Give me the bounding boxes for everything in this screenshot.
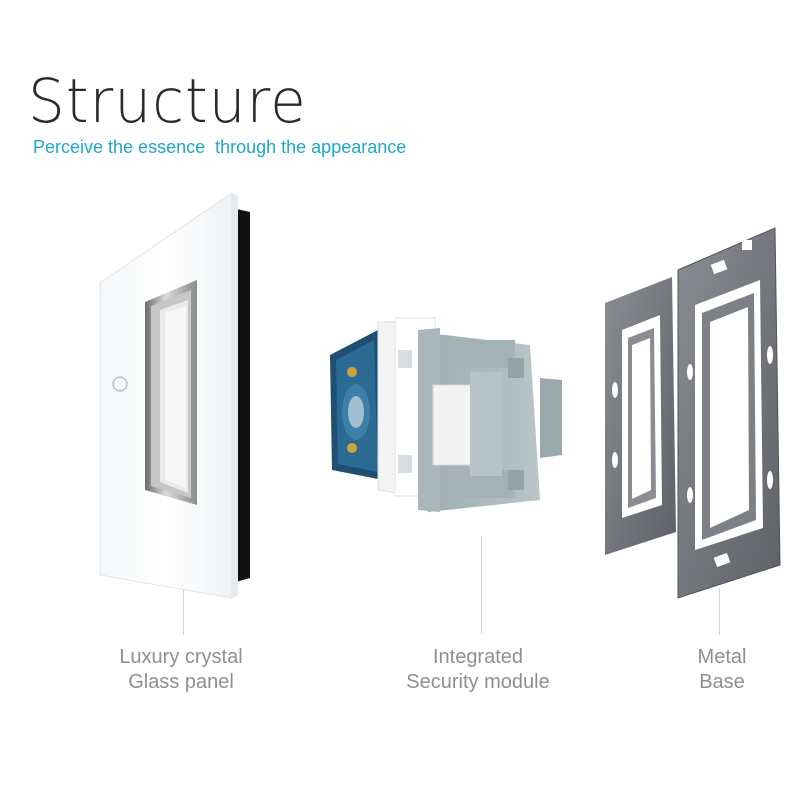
label-security-module-line1: Integrated	[432, 646, 524, 668]
metal-base-illustration	[605, 227, 781, 599]
security-module-illustration	[330, 317, 562, 512]
label-metal-base-line1: Metal	[697, 646, 747, 668]
connector-line-base	[719, 588, 720, 635]
page-title: Structure	[28, 65, 307, 137]
label-glass-panel-line1: Luxury crystal	[119, 646, 243, 668]
label-metal-base: Metal Base	[612, 645, 800, 695]
label-security-module-line2: Security module	[406, 671, 550, 693]
connector-line-module	[481, 536, 482, 634]
connector-line-glass	[183, 590, 184, 635]
label-metal-base-line2: Base	[699, 671, 745, 693]
touch-button-icon	[112, 376, 128, 392]
label-glass-panel: Luxury crystal Glass panel	[71, 645, 291, 695]
page-subtitle: Perceive the essence through the appeara…	[33, 137, 407, 157]
label-glass-panel-line2: Glass panel	[128, 671, 234, 693]
glass-panel-illustration	[99, 192, 250, 599]
label-security-module: Integrated Security module	[368, 645, 588, 695]
